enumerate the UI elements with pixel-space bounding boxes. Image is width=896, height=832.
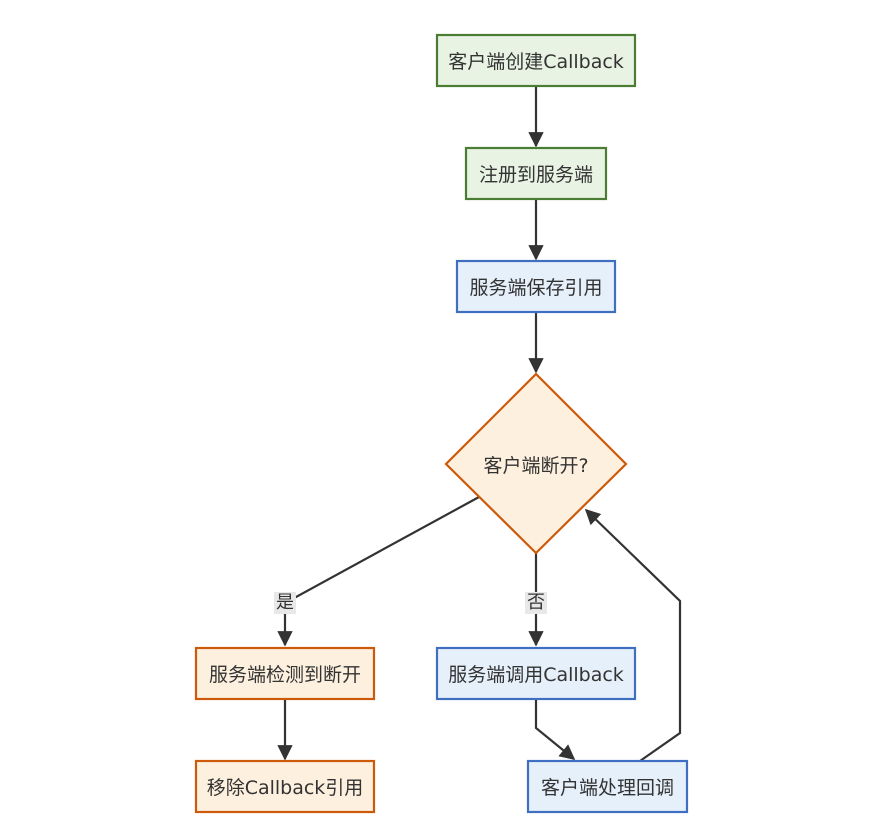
node-client-create: 客户端创建Callback	[448, 51, 624, 73]
edge-handle-loop-back	[584, 508, 682, 762]
node-register: 注册到服务端	[478, 164, 593, 186]
node-server-call-box	[435, 646, 637, 701]
node-server-detect-box	[194, 646, 376, 701]
node-server-detect: 服务端检测到断开	[208, 664, 361, 686]
node-remove: 移除Callback引用	[206, 777, 364, 799]
edge-label-no: 否	[525, 592, 547, 614]
node-client-handle: 客户端处理回调	[540, 777, 674, 799]
edge-decision-yes	[277, 496, 480, 647]
edge-label-yes: 是	[274, 592, 296, 614]
node-client-handle-box	[526, 759, 689, 814]
node-register-box	[464, 146, 608, 201]
node-client-create-box	[435, 33, 637, 88]
node-decision: 客户端断开?	[483, 454, 589, 477]
node-server-call: 服务端调用Callback	[448, 664, 624, 686]
edge-call-to-handle	[534, 699, 576, 760]
node-server-save: 服务端保存引用	[469, 277, 603, 299]
node-remove-box	[194, 759, 376, 814]
node-server-save-box	[455, 259, 617, 314]
node-decision-diamond	[444, 372, 628, 555]
